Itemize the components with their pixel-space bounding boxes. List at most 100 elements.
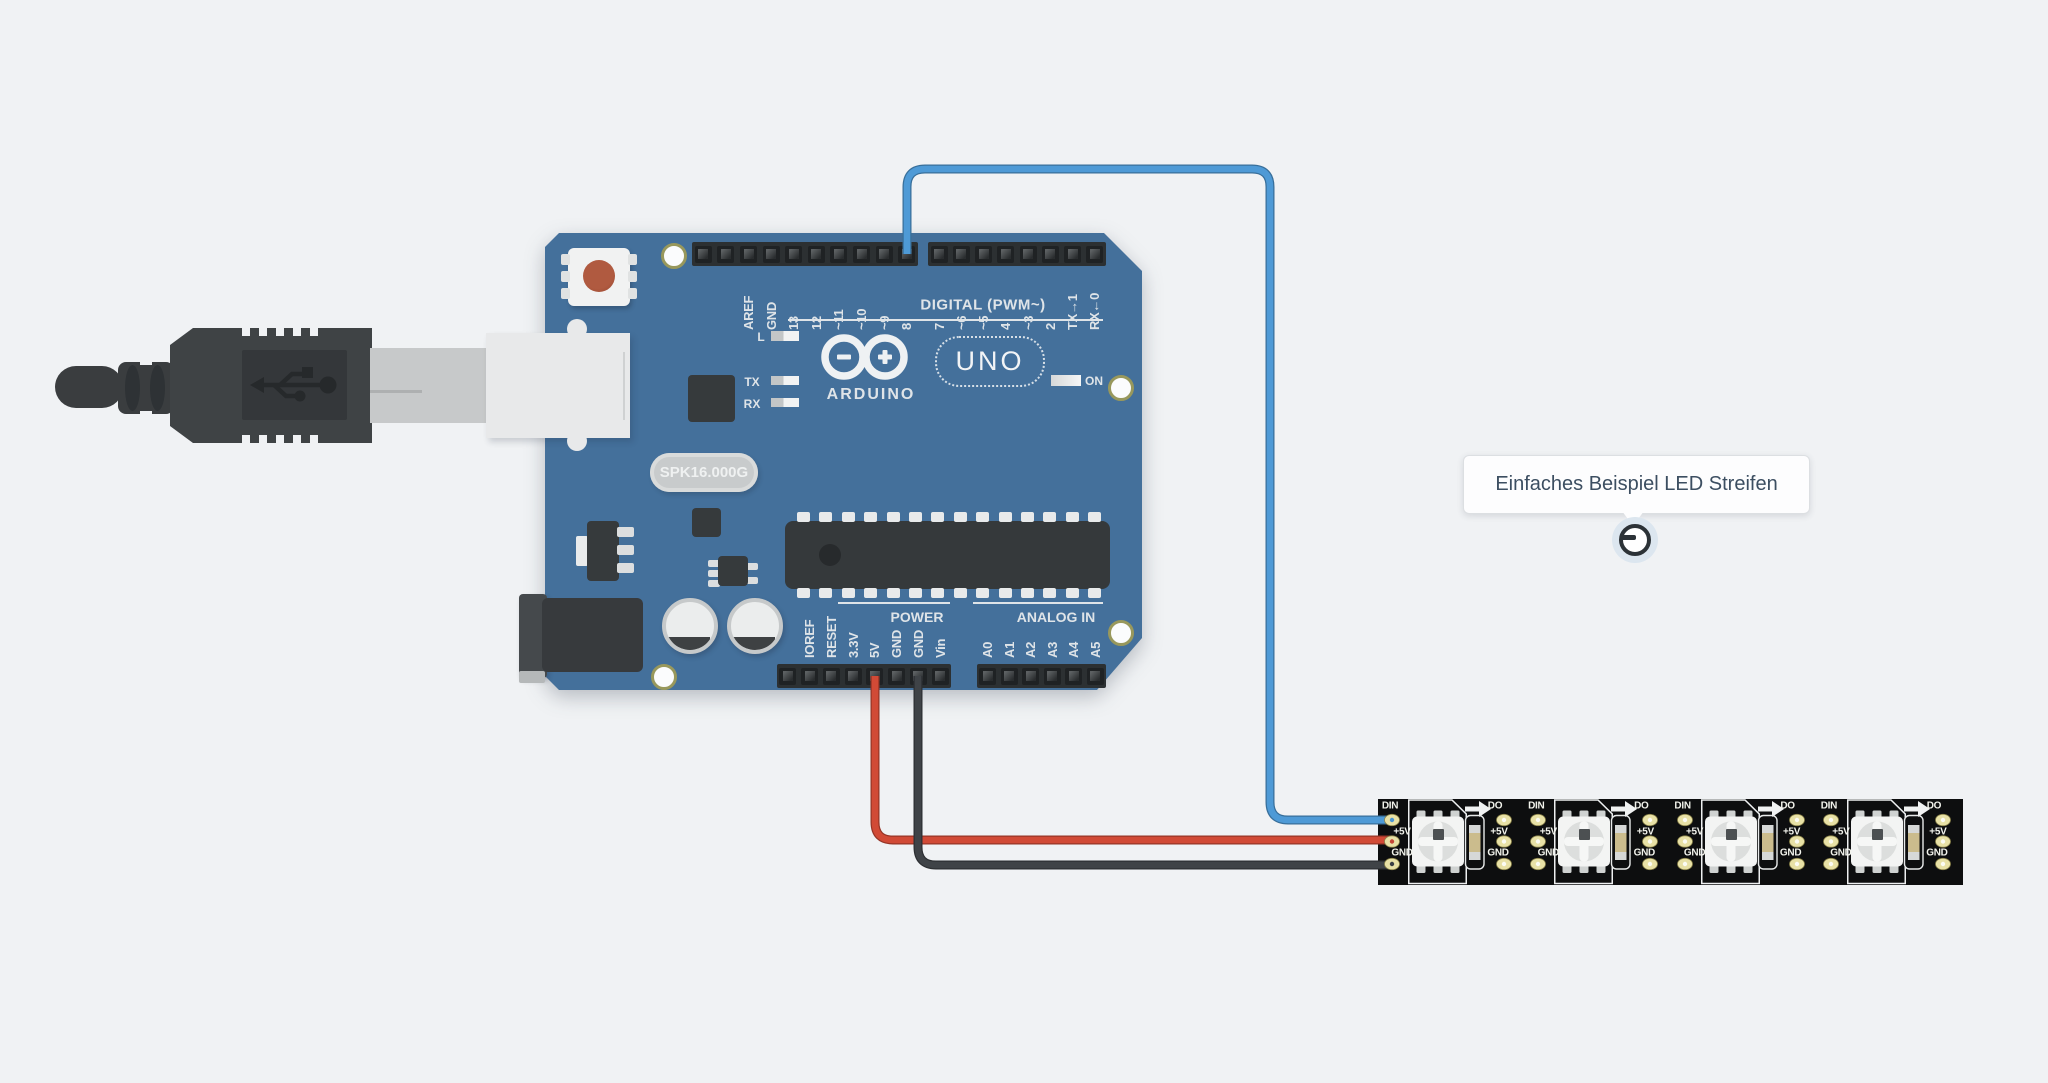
header-pin[interactable] bbox=[931, 667, 949, 685]
header-pin[interactable] bbox=[1065, 667, 1083, 685]
rx-led-label: RX bbox=[743, 397, 761, 411]
power-label: +5V bbox=[1539, 826, 1557, 837]
arduino-uno-board[interactable] bbox=[545, 233, 1142, 690]
neopixel-strip-segments: DIN +5V GND DO +5V GND DIN +5V GND DO +5… bbox=[1378, 799, 1963, 885]
header-pin[interactable] bbox=[1000, 667, 1018, 685]
signal-wire[interactable] bbox=[903, 165, 1390, 824]
pin-header bbox=[977, 664, 1106, 688]
usb-controller-chip bbox=[688, 375, 735, 422]
usb-plug-shield bbox=[370, 348, 488, 423]
reset-button-cap[interactable] bbox=[583, 260, 615, 292]
header-pin[interactable] bbox=[875, 245, 893, 263]
on-led-label: ON bbox=[1085, 374, 1103, 388]
arduino-brand-text: ARDUINO bbox=[826, 386, 916, 403]
header-pin[interactable] bbox=[975, 245, 993, 263]
ground-wire[interactable] bbox=[914, 676, 1390, 869]
analog-header-label: ANALOG IN bbox=[1016, 609, 1096, 625]
ground-label: GND bbox=[1779, 847, 1802, 858]
mounting-hole bbox=[651, 664, 677, 690]
power-label: +5V bbox=[1636, 826, 1654, 837]
header-pin[interactable] bbox=[740, 245, 757, 263]
header-pin[interactable] bbox=[1043, 667, 1061, 685]
power-label: +5V bbox=[1686, 826, 1704, 837]
ground-label: GND bbox=[1633, 847, 1656, 858]
header-pin[interactable] bbox=[801, 667, 819, 685]
crystal-oscillator: SPK16.000G bbox=[650, 453, 758, 492]
strip-segment[interactable]: DIN +5V GND DO +5V GND bbox=[1378, 799, 1525, 885]
header-pin[interactable] bbox=[785, 245, 803, 263]
ground-label: GND bbox=[1537, 847, 1560, 858]
header-pin[interactable] bbox=[979, 667, 997, 685]
header-pin[interactable] bbox=[717, 245, 735, 263]
ground-label: GND bbox=[1487, 847, 1509, 858]
rx-led bbox=[771, 398, 799, 407]
header-pin[interactable] bbox=[1064, 245, 1082, 263]
smd-component bbox=[692, 508, 721, 537]
header-pin[interactable] bbox=[694, 245, 712, 263]
dout-label: DO bbox=[1487, 800, 1503, 812]
annotation-tooltip: Einfaches Beispiel LED Streifen bbox=[1463, 455, 1810, 514]
tx-led bbox=[771, 376, 799, 385]
mounting-hole bbox=[661, 243, 687, 269]
tx-led-label: TX bbox=[744, 375, 760, 389]
uno-model-text: UNO bbox=[955, 346, 1025, 376]
dout-label: DO bbox=[1634, 800, 1649, 812]
header-pin[interactable] bbox=[830, 245, 848, 263]
ground-label: GND bbox=[1391, 847, 1413, 858]
builtin-led bbox=[771, 331, 799, 341]
smd-transistor bbox=[718, 556, 748, 586]
header-pin[interactable] bbox=[1019, 245, 1037, 263]
mounting-hole bbox=[1108, 375, 1134, 401]
voltage-regulator bbox=[587, 521, 619, 581]
header-pin[interactable] bbox=[1086, 667, 1104, 685]
dout-label: DO bbox=[1926, 800, 1942, 812]
din-label: DIN bbox=[1528, 800, 1545, 812]
strip-segment[interactable]: DIN +5V GND DO +5V GND bbox=[1817, 799, 1964, 885]
header-pin[interactable] bbox=[888, 667, 906, 685]
header-pin[interactable] bbox=[1022, 667, 1040, 685]
reset-button[interactable] bbox=[561, 248, 637, 306]
power-label: +5V bbox=[1393, 826, 1411, 837]
header-pin[interactable] bbox=[762, 245, 780, 263]
capacitor bbox=[727, 598, 783, 654]
l-led-label: L bbox=[757, 330, 765, 344]
dout-label: DO bbox=[1780, 800, 1795, 812]
ground-label: GND bbox=[1830, 847, 1852, 858]
power-label: +5V bbox=[1490, 826, 1508, 837]
annotation-text: Einfaches Beispiel LED Streifen bbox=[1495, 473, 1778, 495]
arduino-pcb[interactable] bbox=[545, 233, 1142, 690]
din-label: DIN bbox=[1820, 800, 1838, 812]
usb-cable-end bbox=[55, 366, 123, 408]
digital-header-label: DIGITAL (PWM~) bbox=[920, 296, 1046, 314]
power-header-label: POWER bbox=[890, 609, 944, 625]
strip-segment[interactable]: DIN +5V GND DO +5V GND bbox=[1524, 799, 1671, 885]
header-pin[interactable] bbox=[930, 245, 948, 263]
mounting-hole bbox=[1108, 620, 1134, 646]
power-label: +5V bbox=[1783, 826, 1801, 837]
power-led bbox=[1051, 375, 1081, 386]
header-pin[interactable] bbox=[1041, 245, 1059, 263]
strip-segment[interactable]: DIN +5V GND DO +5V GND bbox=[1671, 799, 1818, 885]
power-label: +5V bbox=[1832, 826, 1850, 837]
header-pin[interactable] bbox=[779, 667, 797, 685]
header-pin[interactable] bbox=[853, 245, 870, 263]
ground-label: GND bbox=[1926, 847, 1948, 858]
header-pin[interactable] bbox=[952, 245, 970, 263]
header-pin[interactable] bbox=[822, 667, 840, 685]
uno-model-badge: UNO bbox=[935, 336, 1045, 387]
minus-icon bbox=[1619, 524, 1651, 556]
header-pin[interactable] bbox=[844, 667, 862, 685]
arduino-logo-icon bbox=[821, 334, 908, 380]
capacitor bbox=[662, 598, 718, 654]
din-label: DIN bbox=[1381, 800, 1399, 812]
din-label: DIN bbox=[1674, 800, 1691, 812]
header-pin[interactable] bbox=[1086, 245, 1104, 263]
ground-label: GND bbox=[1683, 847, 1706, 858]
header-pin[interactable] bbox=[997, 245, 1015, 263]
power-wire[interactable] bbox=[871, 676, 1390, 844]
annotation-collapse-button[interactable] bbox=[1612, 517, 1658, 563]
power-label: +5V bbox=[1929, 826, 1947, 837]
header-pin[interactable] bbox=[807, 245, 825, 263]
